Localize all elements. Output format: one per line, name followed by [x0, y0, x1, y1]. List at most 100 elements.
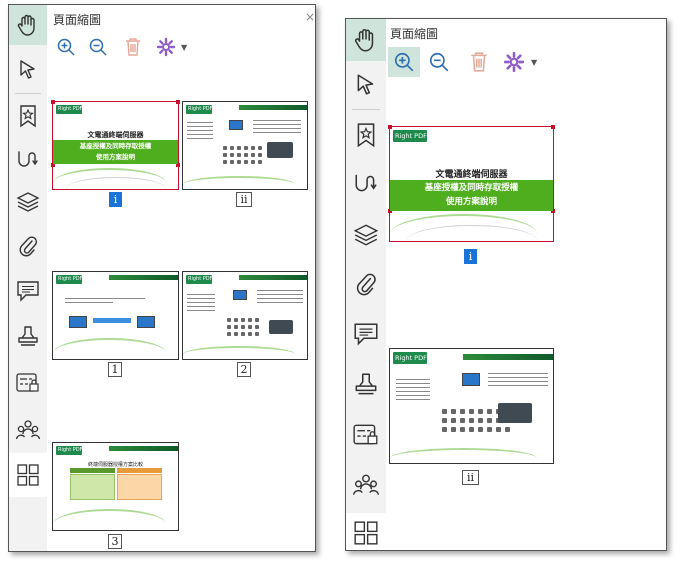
delete-icon: [471, 52, 487, 72]
slide-decoration: [183, 176, 295, 186]
form-fields-button[interactable]: [346, 415, 386, 455]
slide-title: 終端伺服器授權方案比較: [87, 462, 143, 468]
attachments-button[interactable]: [9, 226, 47, 266]
comparison-column-right: [117, 474, 162, 500]
zoom-in-icon: [394, 52, 414, 72]
side-rail: [9, 5, 47, 551]
slide-decoration: [53, 338, 166, 356]
zoom-out-button[interactable]: [424, 48, 454, 76]
selection-handle[interactable]: [176, 163, 180, 167]
delete-icon: [126, 38, 140, 56]
slide-decoration: [65, 177, 166, 189]
form-fields-icon: [353, 424, 378, 445]
thumbnails-button[interactable]: [346, 513, 386, 550]
settings-dropdown-caret[interactable]: ▼: [531, 58, 538, 67]
users-icon: [352, 474, 380, 495]
hand-tool-button[interactable]: [346, 19, 386, 61]
thumbnail-panel-small: 頁面縮圖 × ▼ Right PDF 文電通終端伺服器 基座授權及同時存取授權 …: [8, 4, 316, 552]
collaboration-button[interactable]: [9, 410, 47, 450]
client-grid-graphic: [227, 318, 259, 336]
page-label-i[interactable]: i: [109, 192, 122, 207]
stamp-button[interactable]: [9, 317, 47, 357]
settings-button[interactable]: [151, 33, 181, 61]
page-thumbnail-ii[interactable]: Right PDF: [182, 101, 308, 190]
page-thumbnail-ii[interactable]: Right PDF: [389, 348, 554, 464]
page-label-i[interactable]: i: [464, 249, 477, 264]
comments-button[interactable]: [9, 271, 47, 311]
settings-icon: [156, 37, 176, 57]
attachments-button[interactable]: [346, 264, 386, 304]
bookmark-star-icon: [20, 105, 36, 128]
stamp-button[interactable]: [346, 365, 386, 405]
signature-icon: [18, 151, 38, 167]
hand-tool-button[interactable]: [9, 5, 47, 45]
page-thumbnail-1[interactable]: Right PDF: [52, 271, 179, 360]
collaboration-button[interactable]: [346, 465, 386, 505]
page-label-3[interactable]: 3: [108, 534, 122, 549]
client-monitor-graphic: [69, 316, 87, 328]
bookmark-star-icon: [357, 123, 375, 148]
form-fields-button[interactable]: [9, 363, 47, 403]
page-thumbnail-i[interactable]: Right PDF 文電通終端伺服器 基座授權及同時存取授權 使用方案說明: [388, 125, 555, 242]
bookmarks-button[interactable]: [346, 115, 386, 155]
slide-decoration: [53, 509, 166, 527]
page-thumbnail-2[interactable]: Right PDF: [182, 271, 308, 360]
form-fields-icon: [16, 373, 39, 392]
stamp-icon: [18, 326, 38, 346]
select-tool-button[interactable]: [9, 49, 47, 89]
bookmarks-button[interactable]: [9, 96, 47, 136]
thumbnail-panel-large: 頁面縮圖 ▼ Right PDF 文電通終端伺服器 基座授權及同時存取授權 使用…: [345, 18, 667, 551]
delete-page-button[interactable]: [118, 33, 148, 61]
layers-icon: [353, 224, 379, 246]
page-thumbnail-3[interactable]: Right PDF 終端伺服器授權方案比較: [52, 442, 179, 531]
slide-logo: Right PDF: [393, 352, 427, 364]
slide-logo: Right PDF: [56, 275, 83, 284]
zoom-out-icon: [429, 52, 449, 72]
selection-handle[interactable]: [51, 163, 55, 167]
selection-handle[interactable]: [388, 209, 392, 213]
zoom-out-button[interactable]: [83, 33, 113, 61]
zoom-in-button[interactable]: [51, 33, 81, 61]
slide-decoration: [53, 168, 166, 186]
select-arrow-icon: [20, 60, 35, 79]
page-label-ii[interactable]: ii: [462, 470, 479, 485]
close-icon[interactable]: ×: [305, 10, 316, 24]
page-thumbnail-i[interactable]: Right PDF 文電通終端伺服器 基座授權及同時存取授權 使用方案說明: [51, 100, 180, 190]
zoom-in-button[interactable]: [388, 47, 420, 77]
layers-button[interactable]: [346, 215, 386, 255]
settings-icon: [503, 51, 525, 73]
rail-divider: [15, 93, 41, 94]
selection-handle[interactable]: [551, 125, 555, 129]
slide-logo: Right PDF: [56, 446, 83, 455]
settings-button[interactable]: [499, 48, 529, 76]
comments-icon: [354, 323, 378, 346]
slide-decoration: [183, 346, 295, 356]
slide-subtitle-line1: 基座授權及同時存取授權: [79, 142, 152, 150]
slide-text: [253, 120, 301, 136]
delete-page-button[interactable]: [464, 48, 494, 76]
select-tool-button[interactable]: [346, 64, 386, 104]
comments-button[interactable]: [346, 314, 386, 354]
slide-logo: Right PDF: [186, 275, 213, 284]
selection-handle[interactable]: [388, 125, 392, 129]
layers-button[interactable]: [9, 182, 47, 222]
signatures-button[interactable]: [346, 163, 386, 203]
rail-divider: [352, 109, 380, 110]
client-grid-graphic: [223, 146, 262, 164]
thumbnails-button[interactable]: [9, 453, 47, 497]
selection-handle[interactable]: [551, 209, 555, 213]
selection-handle[interactable]: [51, 100, 55, 104]
slide-header-bar: [109, 446, 178, 451]
signatures-button[interactable]: [9, 139, 47, 179]
settings-dropdown-caret[interactable]: ▼: [181, 43, 188, 52]
zoom-out-icon: [89, 38, 107, 56]
page-label-2[interactable]: 2: [237, 362, 251, 377]
slide-title-band: 基座授權及同時存取授權 使用方案說明: [390, 180, 553, 211]
slide-header-bar: [238, 275, 307, 280]
selection-handle[interactable]: [176, 100, 180, 104]
connection-arrow-graphic: [93, 318, 131, 323]
slide-text: [65, 298, 145, 306]
page-label-ii[interactable]: ii: [236, 192, 252, 207]
server-monitor-graphic: [137, 316, 155, 328]
page-label-1[interactable]: 1: [108, 362, 122, 377]
